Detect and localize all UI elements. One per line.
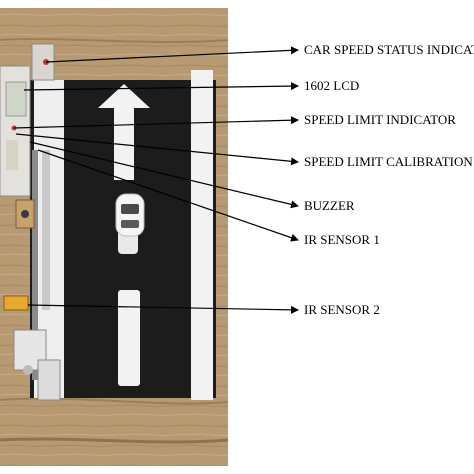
arrow-right-icon <box>23 82 299 91</box>
sensor-pole <box>32 150 38 380</box>
lcd-housing <box>0 65 31 197</box>
arrow-right-icon <box>13 116 299 129</box>
ir-sensor-2-body <box>3 295 29 311</box>
label-1602-lcd: 1602 LCD <box>304 78 360 93</box>
ir-sensor-mount <box>13 329 61 401</box>
label-buzzer: BUZZER <box>304 198 355 213</box>
arrow-right-icon <box>15 133 299 166</box>
buzzer-port <box>21 210 29 218</box>
road-dash-marking <box>118 290 140 386</box>
arrow-right-icon <box>29 141 299 209</box>
wood-streak <box>0 38 229 43</box>
arrow-right-icon <box>45 46 299 63</box>
label-car-speed-status-indicator: CAR SPEED STATUS INDICATOR <box>304 42 474 57</box>
label-ir-sensor-2: IR SENSOR 2 <box>304 302 380 317</box>
wood-streak <box>0 437 229 444</box>
label-speed-limit-calibration: SPEED LIMIT CALIBRATION <box>304 154 473 169</box>
leader-lines <box>13 46 299 314</box>
toy-car <box>115 193 145 237</box>
arrow-right-icon <box>37 149 299 242</box>
arrow-right-icon <box>27 304 299 314</box>
road-arrow-marking <box>98 84 150 180</box>
label-ir-sensor-1: IR SENSOR 1 <box>304 232 380 247</box>
right-lane-strip <box>191 70 213 400</box>
label-speed-limit-indicator: SPEED LIMIT INDICATOR <box>304 112 456 127</box>
wood-streak <box>0 397 229 405</box>
wiring-rail <box>42 150 50 310</box>
